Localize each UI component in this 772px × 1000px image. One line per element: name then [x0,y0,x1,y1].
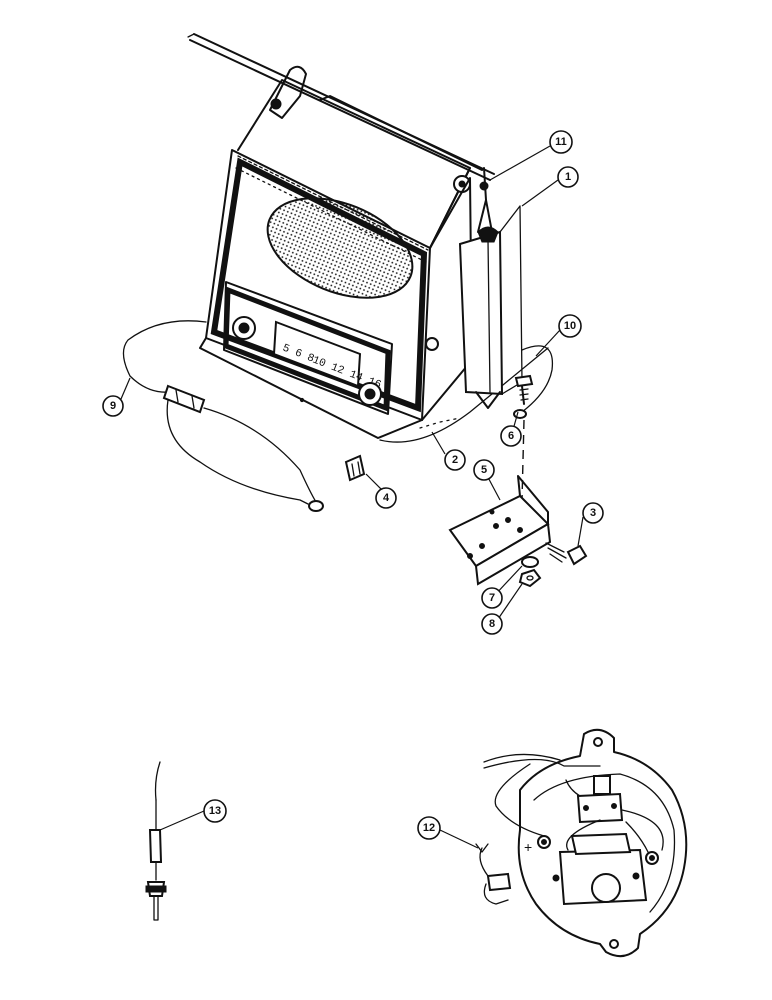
hex-bolt [545,542,588,566]
mounting-screw [514,374,534,405]
callout-9: 9 [102,395,124,417]
antenna-lead-in [145,761,167,921]
callouts: 1 2 3 4 5 6 7 8 [102,130,604,849]
callout-6: 6 [500,425,522,447]
callout-13: 13 [203,799,227,823]
mounting-tray [199,337,549,443]
svg-text:8: 8 [489,618,495,630]
callout-5: 5 [473,459,495,481]
svg-text:11: 11 [555,136,567,148]
svg-text:3: 3 [590,507,596,519]
power-lead [122,320,324,512]
callout-4: 4 [375,487,397,509]
power-antenna [458,167,523,409]
callout-1: 1 [557,166,579,188]
svg-text:6: 6 [508,430,514,442]
callout-10: 10 [558,314,582,338]
positive-terminal-mark: + [524,839,532,855]
tuning-knob [358,382,382,406]
speaker-grille [266,197,414,299]
alternator-body [517,728,688,958]
left-hanger-hook [269,65,307,119]
callout-3: 3 [582,502,604,524]
hex-nut [518,568,542,588]
svg-text:5: 5 [481,464,487,476]
callout-8: 8 [481,613,503,635]
svg-text:12: 12 [423,822,435,834]
svg-text:13: 13 [209,805,221,817]
svg-text:2: 2 [452,454,458,466]
svg-text:9: 9 [110,400,116,412]
callout-11: 11 [549,130,573,154]
callout-12: 12 [417,816,441,840]
svg-text:10: 10 [564,320,576,332]
svg-text:4: 4 [383,492,390,504]
volume-knob [232,316,256,340]
lock-washer [521,556,539,568]
mounting-bracket [448,475,552,586]
callout-2: 2 [444,449,466,471]
svg-text:1: 1 [565,171,571,183]
assembly-guide-line [521,419,525,501]
callout-7: 7 [481,587,503,609]
spring-clip [344,454,366,482]
radio-assembly: 5 6 8 10 12 14 16 [122,33,588,588]
svg-text:7: 7 [489,592,495,604]
alternator-suppressor-assembly: + [475,728,688,958]
